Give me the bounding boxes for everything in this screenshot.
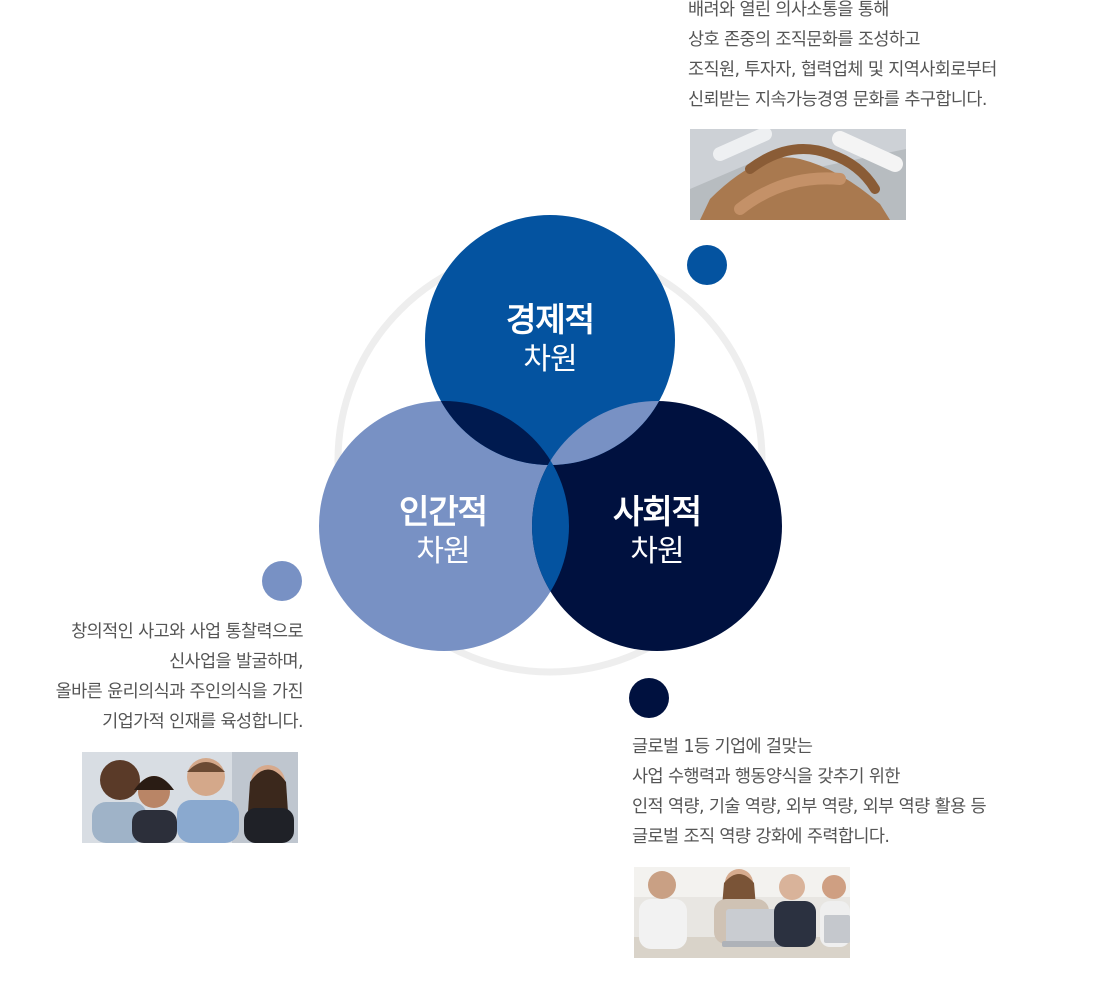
- social-desc-line: 글로벌 1등 기업에 걸맞는: [632, 737, 813, 757]
- team-smiling-photo: [82, 752, 298, 843]
- economic-title: 경제적: [505, 300, 595, 339]
- social-desc-line: 인적 역량, 기술 역량, 외부 역량, 외부 역량 활용 등: [632, 797, 987, 817]
- social-desc-line: 사업 수행력과 행동양식을 갖추기 위한: [632, 767, 900, 787]
- human-desc-line: 신사업을 발굴하며,: [169, 652, 304, 672]
- human-desc-line: 창의적인 사고와 사업 통찰력으로: [71, 622, 303, 642]
- economic-desc-line: 배려와 열린 의사소통을 통해: [688, 0, 889, 20]
- social-dot: [629, 678, 669, 718]
- economic-description: 배려와 열린 의사소통을 통해 상호 존중의 조직문화를 조성하고 조직원, 투…: [688, 0, 997, 115]
- meeting-laptop-photo: [634, 867, 850, 958]
- economic-subtitle: 차원: [523, 342, 577, 377]
- economic-desc-line: 상호 존중의 조직문화를 조성하고: [688, 30, 920, 50]
- human-desc-line: 기업가적 인재를 육성합니다.: [102, 712, 303, 732]
- human-desc-line: 올바른 윤리의식과 주인의식을 가진: [55, 682, 304, 702]
- social-desc-line: 글로벌 조직 역량 강화에 주력합니다.: [632, 827, 890, 847]
- economic-desc-line: 조직원, 투자자, 협력업체 및 지역사회로부터: [688, 60, 997, 80]
- circle-economic: [425, 215, 675, 465]
- circle-social: [532, 401, 782, 651]
- social-title: 사회적: [612, 492, 702, 531]
- human-subtitle: 차원: [416, 534, 470, 569]
- social-description: 글로벌 1등 기업에 걸맞는 사업 수행력과 행동양식을 갖추기 위한 인적 역…: [632, 732, 987, 852]
- economic-desc-line: 신뢰받는 지속가능경영 문화를 추구합니다.: [688, 90, 987, 110]
- human-description: 창의적인 사고와 사업 통찰력으로 신사업을 발굴하며, 올바른 윤리의식과 주…: [0, 617, 304, 737]
- economic-dot: [687, 245, 727, 285]
- human-title: 인간적: [398, 492, 488, 531]
- circle-human: [319, 401, 569, 651]
- human-dot: [262, 561, 302, 601]
- hands-stacked-photo: [690, 129, 906, 220]
- social-subtitle: 차원: [630, 534, 684, 569]
